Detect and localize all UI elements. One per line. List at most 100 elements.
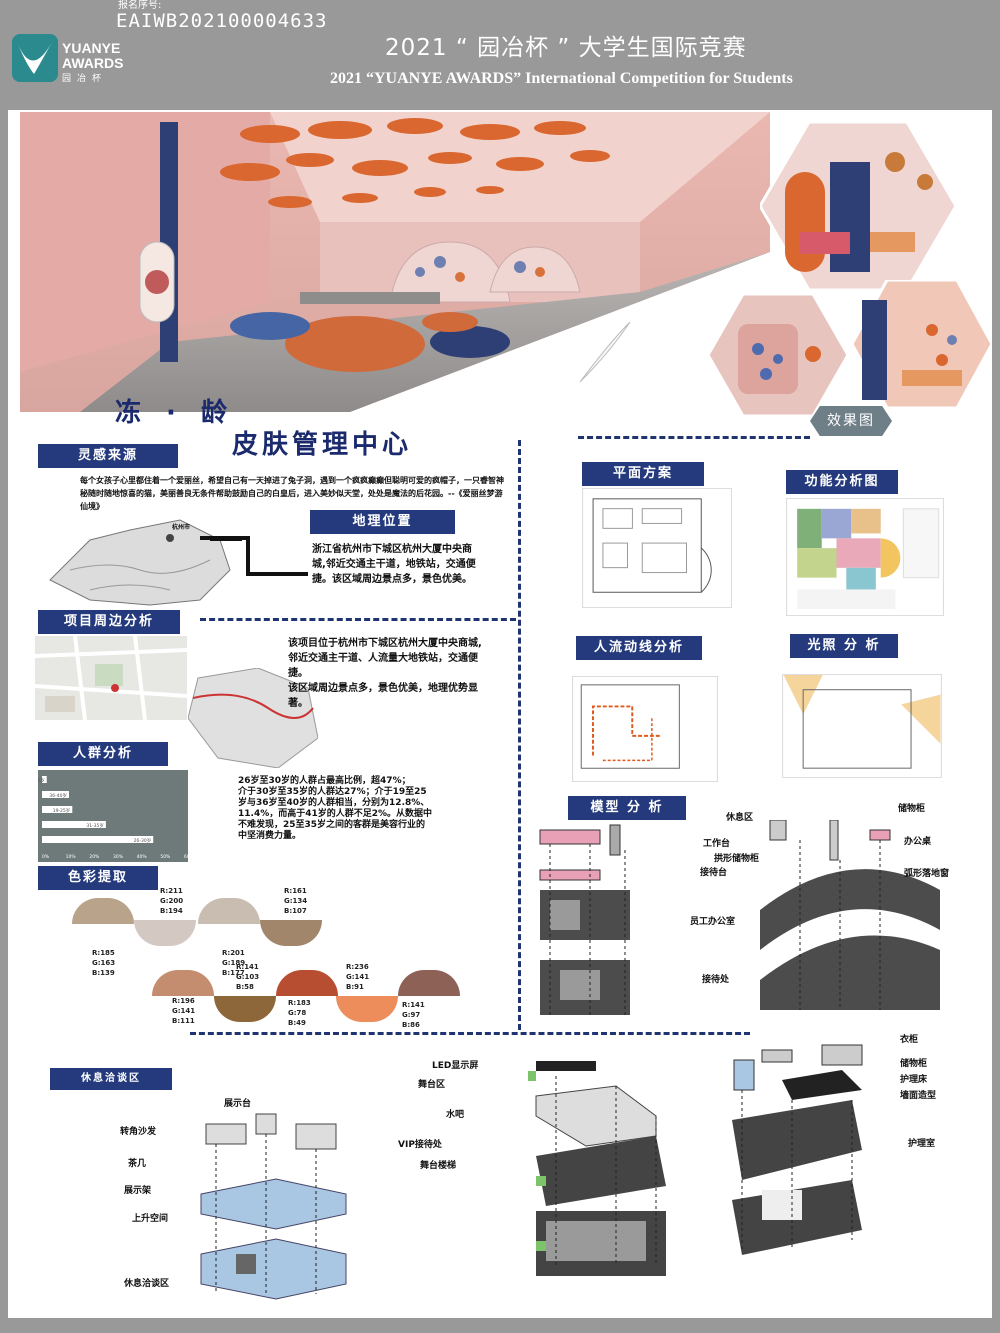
callout-care-storage: 储物柜 [900, 1059, 928, 1069]
rgb-g: G:141 [346, 973, 370, 981]
flow-plan-image [572, 676, 718, 782]
crowd-axis-tick: 50% [160, 854, 171, 860]
color-swatch [198, 898, 260, 924]
crowd-axis-tick: 0% [42, 854, 50, 860]
callout-staff-office: 员工办公室 [690, 917, 736, 927]
callout-care-room: 护理室 [908, 1139, 936, 1149]
color-swatch [260, 920, 322, 946]
hero-render-image [20, 112, 770, 412]
callout-rising-space: 上升空间 [132, 1214, 169, 1224]
light-plan-image [782, 674, 942, 778]
right-frame [992, 110, 1000, 1318]
crowd-bar-label: 19-25岁 [53, 807, 71, 814]
crowd-bar-label: 26-30岁 [134, 837, 152, 844]
rgb-b: B:86 [402, 1021, 420, 1029]
render-hex-3 [852, 280, 992, 408]
callout-rest-area: 休息区 [726, 813, 754, 823]
label-crowd: 人群分析 [38, 742, 168, 766]
label-palette: 色彩提取 [38, 866, 158, 890]
header-bar [0, 0, 1000, 110]
color-swatch [336, 996, 398, 1022]
rgb-g: G:134 [284, 897, 308, 905]
crowd-bar [42, 821, 106, 828]
color-swatch [152, 970, 214, 996]
label-model: 模型 分 析 [568, 796, 686, 820]
crowd-bar-label: 31-35岁 [86, 822, 104, 829]
project-title-line2: 皮肤管理中心 [232, 430, 413, 460]
callout-desk: 办公桌 [904, 837, 932, 847]
rgb-b: B:177 [222, 969, 245, 977]
divider-top-right [578, 436, 810, 439]
divider-vertical [518, 440, 521, 1030]
geo-text: 浙江省杭州市下城区杭州大厦中央商城,邻近交通主干道，地铁站，交通便捷。该区域周边… [312, 544, 476, 585]
callout-stage-stairs: 舞台楼梯 [420, 1161, 457, 1171]
rgb-g: G:189 [222, 959, 246, 967]
rgb-g: G:163 [92, 959, 116, 967]
crowd-bar [42, 806, 73, 813]
crowd-axis-tick: 10% [66, 854, 77, 860]
callout-storage: 储物柜 [898, 804, 926, 814]
map-city-label: 杭州市 [172, 524, 191, 531]
crowd-axis-tick: 60% [184, 854, 188, 860]
color-swatch [214, 996, 276, 1022]
model-exploded-left [539, 824, 630, 1015]
callout-display-shelf: 展示架 [124, 1186, 152, 1196]
color-swatch [134, 920, 196, 946]
render-hex-1 [760, 122, 956, 290]
model-exploded-right [760, 820, 940, 1010]
rgb-g: G:200 [160, 897, 184, 905]
rgb-g: G:141 [172, 1007, 196, 1015]
crowd-bar [42, 791, 69, 798]
care-exploded-model [732, 1044, 863, 1255]
rgb-r: R:201 [222, 949, 245, 957]
rgb-b: B:49 [288, 1019, 306, 1027]
callout-tea-table: 茶几 [128, 1159, 147, 1169]
callout-display-table: 展示台 [224, 1099, 252, 1109]
stage-exploded-model [528, 1061, 666, 1276]
rgb-g: G:78 [288, 1009, 307, 1017]
callout-corner-sofa: 转角沙发 [120, 1127, 157, 1137]
rgb-r: R:141 [236, 963, 259, 971]
rgb-b: B:194 [160, 907, 183, 915]
callout-workbench: 工作台 [703, 839, 731, 849]
crowd-axis-tick: 40% [137, 854, 148, 860]
callout-wardrobe: 衣柜 [900, 1035, 919, 1045]
divider-bottom [190, 1032, 750, 1035]
label-flow: 人流动线分析 [576, 636, 702, 660]
entry-code: EAIWB202100004633 [116, 10, 328, 32]
callout-stage: 舞台区 [418, 1080, 446, 1090]
rgb-g: G:103 [236, 973, 260, 981]
rgb-b: B:139 [92, 969, 115, 977]
rgb-r: R:185 [92, 949, 115, 957]
label-plan: 平面方案 [582, 462, 704, 486]
district-map-image [188, 668, 318, 768]
rgb-b: B:111 [172, 1017, 195, 1025]
yuanye-logo-icon [12, 34, 58, 82]
label-inspiration: 灵感来源 [38, 444, 178, 468]
color-swatch [276, 970, 338, 996]
rgb-r: R:196 [172, 997, 195, 1005]
rgb-r: R:211 [160, 887, 183, 895]
geo-connector [200, 536, 308, 576]
function-plan-image [786, 498, 944, 616]
bottom-bar [0, 1318, 1000, 1333]
callout-lounge-area: 休息洽谈区 [124, 1279, 170, 1289]
callout-wall-feature: 墙面造型 [900, 1091, 937, 1101]
crowd-bar-label: 41-45岁 [38, 777, 45, 784]
label-surround: 项目周边分析 [38, 610, 180, 634]
rgb-r: R:161 [284, 887, 307, 895]
callout-reception: 接待处 [702, 975, 730, 985]
crowd-text: 26岁至30岁的人群占最高比例，超47%； 介于30岁至35岁的人群达27%；介… [238, 776, 433, 841]
lounge-exploded-model [200, 1113, 347, 1300]
crowd-bar [42, 836, 154, 843]
callout-arched-window: 弧形落地窗 [904, 869, 950, 879]
